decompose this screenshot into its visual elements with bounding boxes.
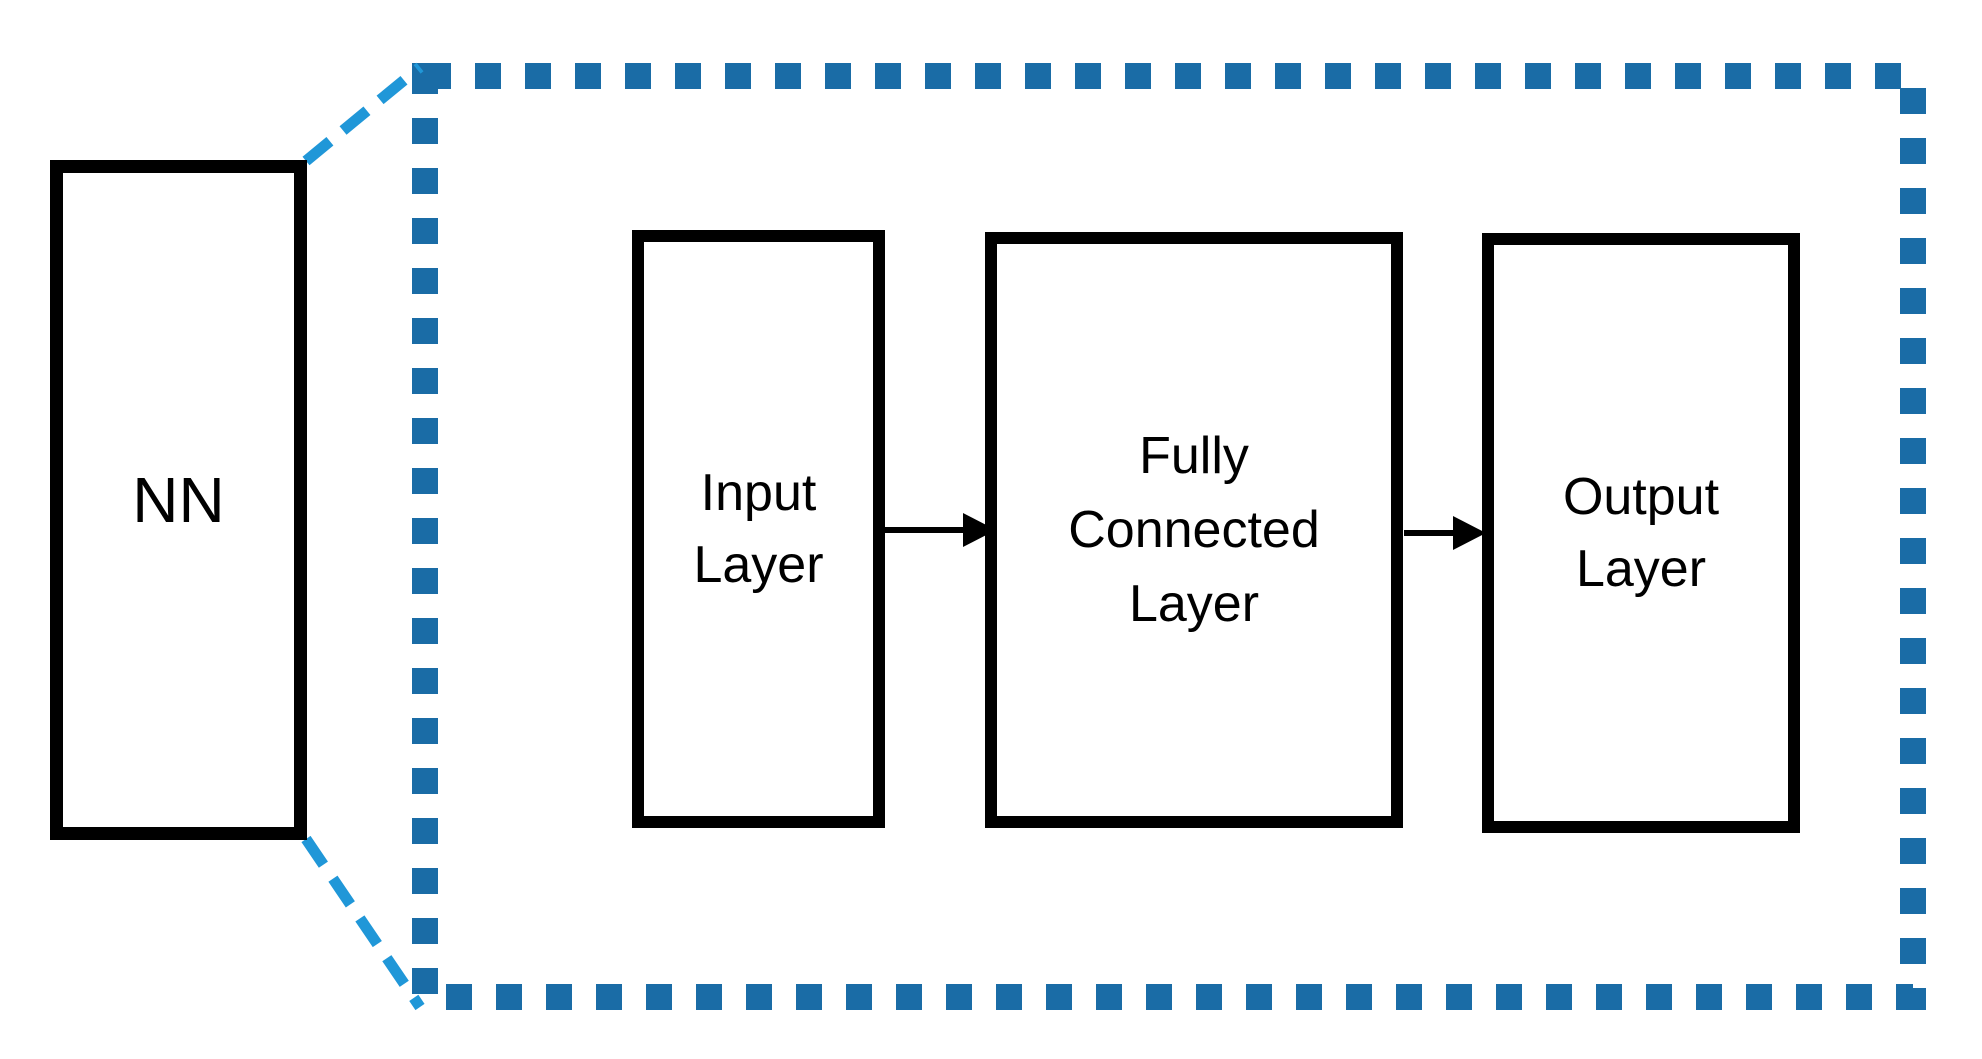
fully-connected-layer-label: Fully Connected Layer bbox=[1068, 427, 1320, 633]
arrow-input-to-fully-connected-icon bbox=[884, 513, 996, 547]
fully-connected-layer-box: Fully Connected Layer bbox=[985, 232, 1403, 828]
output-layer-box: Output Layer bbox=[1482, 233, 1800, 833]
arrow-fully-connected-to-output-icon bbox=[1404, 516, 1486, 550]
output-layer-label: Output Layer bbox=[1562, 468, 1720, 598]
zoom-connector-bottom-dash bbox=[301, 835, 425, 1011]
nn-box-label: NN bbox=[132, 464, 225, 536]
nn-box: NN bbox=[50, 160, 307, 840]
zoom-region-dotted-border bbox=[412, 63, 1926, 1010]
input-layer-box: Input Layer bbox=[632, 230, 885, 828]
input-layer-label: Input Layer bbox=[693, 464, 824, 594]
zoom-connector-top-dash bbox=[302, 62, 424, 166]
